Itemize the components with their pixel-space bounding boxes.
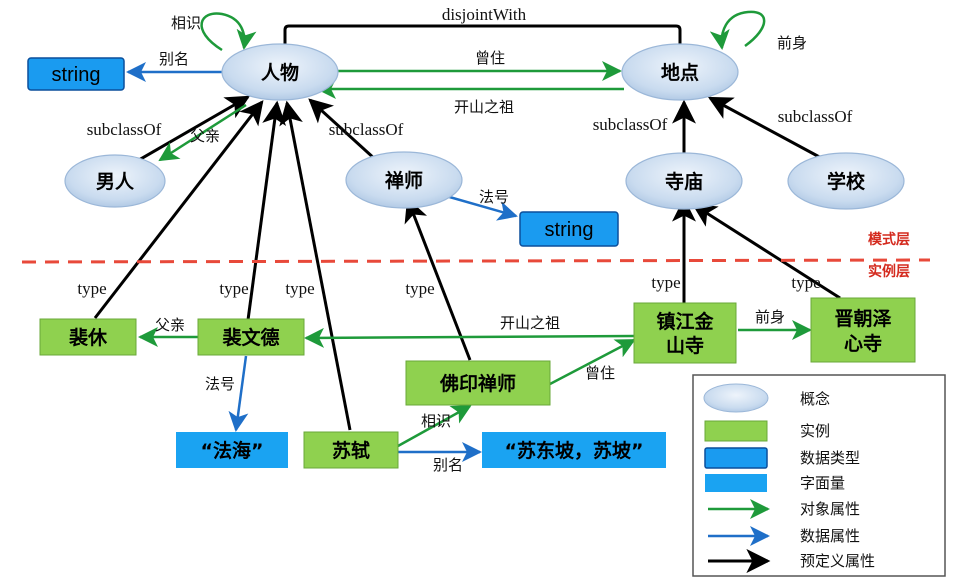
instance-sushi-label: 苏轼 <box>332 439 370 462</box>
edge-type-peixiu <box>93 100 264 319</box>
concept-nodes <box>64 43 905 210</box>
label-type-foyin: type <box>405 279 434 298</box>
instance-pei-xiu-label: 裴休 <box>68 326 108 349</box>
label-founder-bottom: 开山之祖 <box>500 314 560 332</box>
instance-pei-xiu[interactable] <box>39 318 137 356</box>
label-acquainted-bottom: 相识 <box>421 412 451 430</box>
instance-zhenjiang[interactable] <box>633 302 737 364</box>
label-type-jinchao: type <box>791 273 820 292</box>
schema-layer-label: 模式层 <box>868 231 910 248</box>
edge-founder-bottom <box>304 327 635 348</box>
concept-school[interactable] <box>787 152 905 210</box>
edge-type-peiwende <box>246 100 287 321</box>
literal-sudongpo-label: “苏东坡，苏坡” <box>505 439 644 462</box>
concept-temple-label: 寺庙 <box>665 170 703 193</box>
concept-person[interactable] <box>221 43 339 101</box>
label-alias-top: 别名 <box>159 50 189 68</box>
instance-pei-wende[interactable] <box>197 318 305 356</box>
edge-type-foyin <box>404 197 472 361</box>
label-type-sushi: type <box>285 279 314 298</box>
instance-foyin[interactable] <box>405 360 551 406</box>
concept-temple[interactable] <box>625 152 743 210</box>
instance-zhenjiang-label-1: 镇江金 <box>656 310 714 333</box>
label-predecessor-bottom: 前身 <box>755 308 785 326</box>
instance-jinchao-label-2: 心寺 <box>844 333 882 355</box>
label-subclass-temple: subclassOf <box>593 115 668 134</box>
legend-concept-label: 概念 <box>800 390 830 408</box>
label-subclass-man: subclassOf <box>87 120 162 139</box>
concept-place[interactable] <box>621 43 739 101</box>
legend-instance-label: 实例 <box>800 422 830 440</box>
edge-subclass-zen <box>308 98 378 162</box>
label-type-zhenjiang: type <box>651 273 680 292</box>
datatype-string-mid[interactable] <box>519 211 619 247</box>
literal-fahai[interactable] <box>176 432 288 468</box>
label-subclass-zen: subclassOf <box>329 120 404 139</box>
edge-predecessor-loop <box>709 10 766 50</box>
label-lived-top: 曾住 <box>475 49 505 67</box>
edge-father-top <box>158 103 247 162</box>
label-disjoint-with: disjointWith <box>442 5 527 24</box>
instance-jinchao-label-1: 晋朝泽 <box>834 308 891 330</box>
datatype-string-left[interactable] <box>27 57 125 91</box>
instance-jinchao[interactable] <box>810 297 916 363</box>
label-acquainted-top: 相识 <box>171 14 201 32</box>
label-subclass-school: subclassOf <box>778 107 853 126</box>
concept-place-label: 地点 <box>661 61 699 84</box>
instance-pei-wende-label: 裴文德 <box>221 326 279 349</box>
edge-type-jinchao <box>691 203 841 300</box>
edge-acquainted-loop <box>200 12 257 52</box>
label-dharma-bottom: 法号 <box>205 375 235 393</box>
label-predecessor-top: 前身 <box>777 34 807 52</box>
legend-literal-swatch <box>705 474 767 492</box>
legend-literal-label: 字面量 <box>800 474 845 492</box>
instance-layer-label: 实例层 <box>868 263 910 280</box>
label-founder-top: 开山之祖 <box>454 98 514 116</box>
predefined-edges <box>93 24 841 431</box>
concept-zen-master[interactable] <box>345 151 463 209</box>
instance-foyin-label: 佛印禅师 <box>439 372 516 395</box>
label-father-top: 父亲 <box>190 127 220 145</box>
literal-fahai-label: “法海” <box>201 439 264 462</box>
legend-concept-swatch <box>703 383 769 413</box>
concept-school-label: 学校 <box>827 170 866 193</box>
label-type-peixiu: type <box>77 279 106 298</box>
concept-zen-master-label: 禅师 <box>384 169 423 192</box>
concept-person-label: 人物 <box>261 61 299 84</box>
instance-nodes <box>39 297 916 469</box>
legend-datatype-swatch <box>704 447 768 469</box>
edge-disjoint-with <box>283 24 682 46</box>
datatype-string-left-label: string <box>52 64 101 86</box>
datatype-string-mid-label: string <box>545 219 594 241</box>
layer-divider <box>21 258 931 264</box>
concept-man-label: 男人 <box>96 171 135 193</box>
data-property-edges <box>126 62 518 462</box>
label-father-bottom: 父亲 <box>155 316 185 334</box>
instance-zhenjiang-label-2: 山寺 <box>666 335 704 357</box>
edge-type-sushi <box>279 100 352 431</box>
legend-datatype-label: 数据类型 <box>800 449 860 467</box>
label-alias-bottom: 别名 <box>433 456 463 474</box>
legend-predefined-property-label: 预定义属性 <box>800 552 875 570</box>
edge-lived-bottom <box>549 338 636 386</box>
legend-data-property-label: 数据属性 <box>800 527 860 545</box>
legend-object-property-label: 对象属性 <box>800 500 860 518</box>
edge-subclass-school <box>707 96 826 162</box>
edge-dharma-top <box>445 194 518 221</box>
edge-acquainted-bottom <box>397 404 472 448</box>
label-dharma-top: 法号 <box>479 188 509 206</box>
literal-sudongpo[interactable] <box>482 432 666 468</box>
label-lived-bottom: 曾住 <box>585 364 615 382</box>
legend: 概念 实例 数据类型 字面量 对象属性 数据属性 预定义属性 <box>692 374 946 577</box>
concept-man[interactable] <box>64 154 166 208</box>
object-property-edges <box>138 10 812 448</box>
instance-sushi[interactable] <box>303 431 399 469</box>
edge-subclass-man <box>124 95 251 170</box>
edge-dharma-bottom <box>228 355 249 432</box>
legend-instance-swatch <box>704 420 768 442</box>
label-type-peiwende: type <box>219 279 248 298</box>
